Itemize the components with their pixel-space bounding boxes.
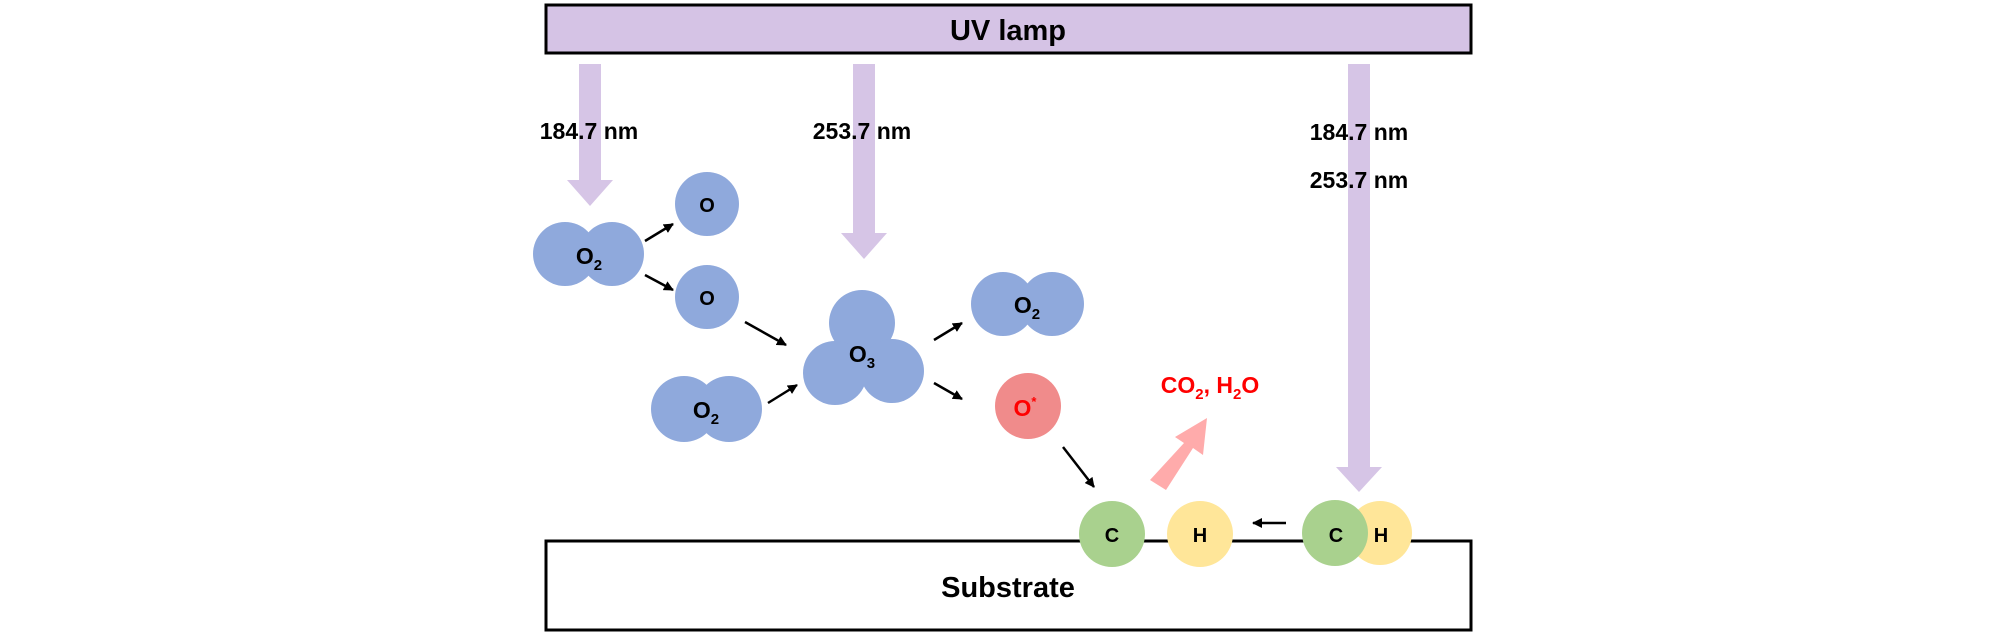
wavelength-right-top: 184.7 nm — [1310, 119, 1408, 145]
ch-carbon-label: C — [1329, 525, 1343, 547]
arrow-o2-to-o-top — [644, 222, 674, 243]
product-label: CO2, H2O — [1161, 372, 1259, 403]
wavelength-labels: 184.7 nm 253.7 nm 184.7 nm 253.7 nm — [540, 118, 1408, 193]
product-arrow — [1150, 418, 1207, 490]
o3-label: O3 — [849, 341, 875, 372]
carbon-atom: C — [1079, 501, 1145, 567]
wavelength-left: 184.7 nm — [540, 118, 638, 144]
arrow-o-excited-to-c — [1062, 446, 1095, 488]
o3-molecule: O3 — [803, 290, 924, 405]
arrow-o3-to-o-excited — [933, 381, 963, 401]
o2-product-label: O2 — [1014, 292, 1040, 323]
hydrogen-atom: H — [1167, 501, 1233, 567]
carbon-label: C — [1105, 525, 1119, 547]
uv-arrow-middle — [841, 64, 887, 259]
uv-arrow-right — [1336, 64, 1382, 492]
arrow-o2-to-o3 — [767, 383, 798, 405]
o-atom-top: O — [675, 172, 739, 236]
o-excited-atom: O* — [995, 373, 1061, 439]
arrow-o2-to-o-bottom — [644, 273, 674, 292]
uv-lamp: UV lamp — [544, 3, 1473, 55]
uv-lamp-label: UV lamp — [950, 15, 1066, 47]
o-excited-label: O* — [1014, 394, 1038, 421]
o-atom-bottom: O — [675, 265, 739, 329]
o-atom-bottom-label: O — [699, 288, 715, 310]
wavelength-right-bottom: 253.7 nm — [1310, 167, 1408, 193]
substrate-label: Substrate — [941, 572, 1075, 604]
o2-molecule-product: O2 — [971, 272, 1084, 336]
hydrogen-label: H — [1193, 525, 1207, 547]
reaction-arrows — [644, 222, 1286, 528]
ch-molecule: C H — [1302, 500, 1412, 566]
wavelength-middle: 253.7 nm — [813, 118, 911, 144]
uv-arrow-left — [567, 64, 613, 206]
o2-molecule-left: O2 — [533, 222, 644, 286]
o-atom-top-label: O — [699, 195, 715, 217]
o2-lower-label: O2 — [693, 397, 719, 428]
uv-light-arrows — [567, 64, 1382, 492]
uv-lamp-box — [544, 3, 1473, 55]
arrow-o3-to-o2 — [933, 321, 963, 342]
o2-molecule-lower: O2 — [651, 376, 762, 442]
o2-left-label: O2 — [576, 243, 602, 274]
arrow-o-to-o3 — [744, 320, 787, 347]
ch-hydrogen-label: H — [1374, 525, 1388, 547]
